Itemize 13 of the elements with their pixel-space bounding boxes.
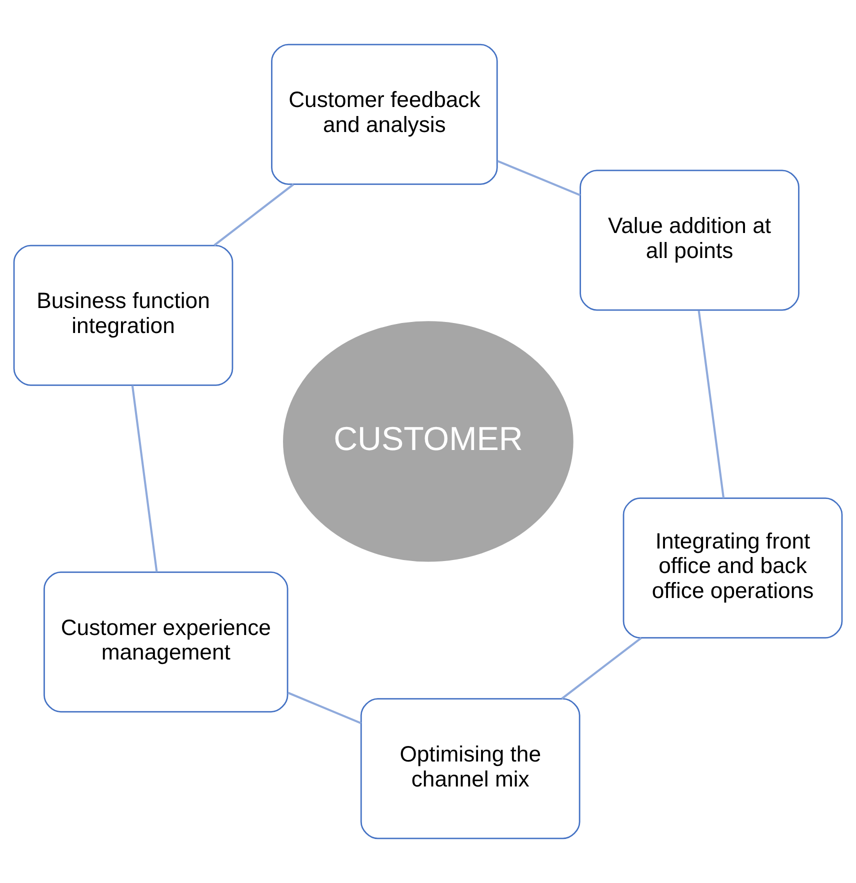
connector [288, 692, 362, 724]
node-ellipse: CUSTOMER [283, 321, 574, 562]
node-box: Customer experience management [44, 571, 288, 712]
connector [131, 385, 158, 572]
connector [698, 310, 725, 498]
connector [214, 184, 294, 246]
connector [561, 637, 642, 700]
node-box: Customer feedback and analysis [271, 44, 498, 185]
connector [497, 160, 581, 196]
node-box: Value addition at all points [580, 170, 800, 311]
node-box: Business function integration [13, 244, 234, 386]
node-box: Optimising the channel mix [360, 698, 580, 840]
node-box: Integrating front office and back office operations [622, 497, 843, 638]
